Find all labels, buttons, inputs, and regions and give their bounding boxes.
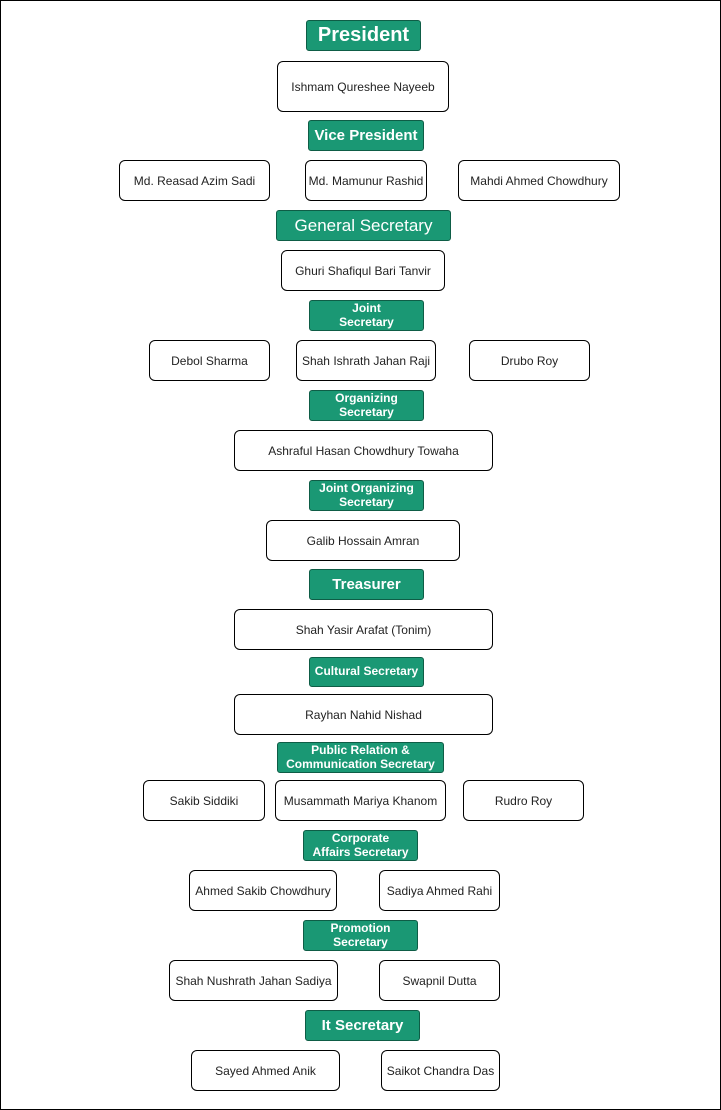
role-public-relation-communication-secretary: Public Relation & Communication Secretar…: [277, 742, 444, 773]
member-box: Mahdi Ahmed Chowdhury: [458, 160, 620, 201]
role-promotion-secretary: Promotion Secretary: [303, 920, 418, 951]
member-box: Shah Nushrath Jahan Sadiya: [169, 960, 338, 1001]
member-box: Md. Mamunur Rashid: [305, 160, 427, 201]
role-corporate-affairs-secretary: Corporate Affairs Secretary: [303, 830, 418, 861]
member-box: Swapnil Dutta: [379, 960, 500, 1001]
member-box: Sadiya Ahmed Rahi: [379, 870, 500, 911]
role-president: President: [306, 20, 421, 51]
member-box: Md. Reasad Azim Sadi: [119, 160, 270, 201]
member-box: Shah Yasir Arafat (Tonim): [234, 609, 493, 650]
member-box: Ghuri Shafiqul Bari Tanvir: [281, 250, 445, 291]
role-general-secretary: General Secretary: [276, 210, 451, 241]
role-vice-president: Vice President: [308, 120, 424, 151]
role-joint-secretary: Joint Secretary: [309, 300, 424, 331]
member-box: Sakib Siddiki: [143, 780, 265, 821]
member-box: Ishmam Qureshee Nayeeb: [277, 61, 449, 112]
member-box: Ashraful Hasan Chowdhury Towaha: [234, 430, 493, 471]
role-cultural-secretary: Cultural Secretary: [309, 657, 424, 687]
member-box: Musammath Mariya Khanom: [275, 780, 446, 821]
member-box: Rudro Roy: [463, 780, 584, 821]
member-box: Sayed Ahmed Anik: [191, 1050, 340, 1091]
member-box: Rayhan Nahid Nishad: [234, 694, 493, 735]
role-it-secretary: It Secretary: [305, 1010, 420, 1041]
role-joint-organizing-secretary: Joint Organizing Secretary: [309, 480, 424, 511]
member-box: Ahmed Sakib Chowdhury: [189, 870, 337, 911]
role-treasurer: Treasurer: [309, 569, 424, 600]
member-box: Drubo Roy: [469, 340, 590, 381]
member-box: Galib Hossain Amran: [266, 520, 460, 561]
member-box: Saikot Chandra Das: [381, 1050, 500, 1091]
member-box: Shah Ishrath Jahan Raji: [296, 340, 436, 381]
member-box: Debol Sharma: [149, 340, 270, 381]
role-organizing-secretary: Organizing Secretary: [309, 390, 424, 421]
